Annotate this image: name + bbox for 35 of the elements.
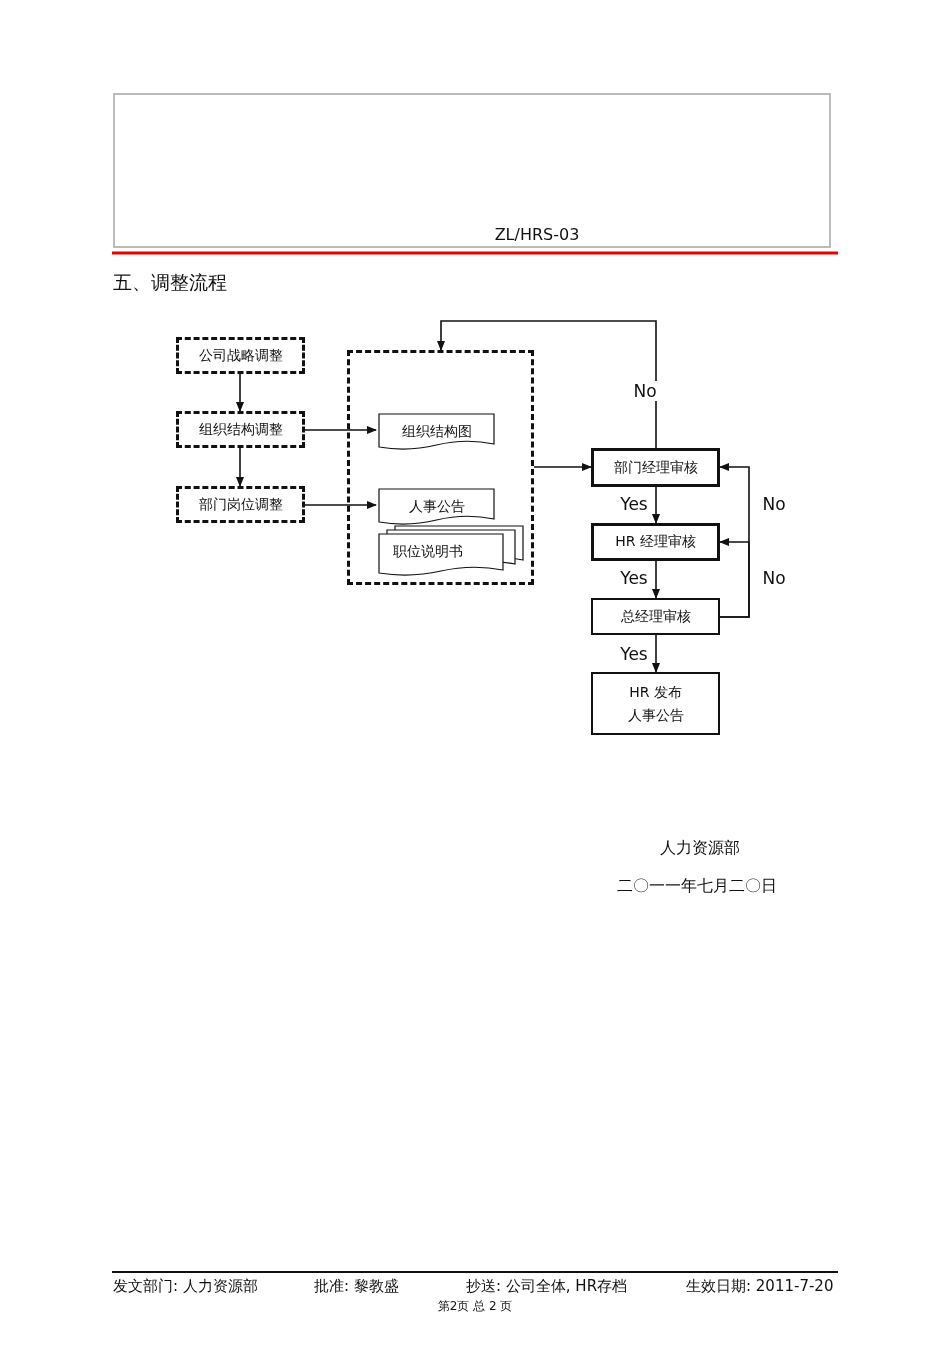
arrow (652, 560, 660, 599)
document-code: ZL/HRS-03 (494, 225, 580, 245)
process-box: HR 发布人事公告 (591, 672, 720, 735)
process-box: 部门经理审核 (591, 448, 720, 487)
footer-text: 批准: 黎教盛 (314, 1277, 399, 1296)
process-box: 总经理审核 (591, 598, 720, 635)
arrow (236, 447, 244, 487)
signature-text: 人力资源部 (660, 838, 740, 860)
edge-label: Yes (620, 494, 648, 514)
dashed-box: 部门岗位调整 (176, 486, 305, 523)
arrow (304, 426, 377, 434)
footer-text: 抄送: 公司全体, HR存档 (466, 1277, 628, 1296)
footer-text: 生效日期: 2011-7-20 (686, 1277, 834, 1296)
arrow (236, 373, 244, 412)
process-box: HR 经理审核 (591, 523, 720, 561)
arrow (719, 463, 750, 618)
edge-label: Yes (620, 568, 648, 588)
edge-label: No (632, 381, 658, 401)
footer-text: 发文部门: 人力资源部 (113, 1277, 258, 1296)
edge-label: No (762, 568, 786, 588)
date-text: 二〇一一年七月二〇日 (617, 876, 777, 898)
edge-label: Yes (620, 644, 648, 664)
section-heading: 五、调整流程 (113, 269, 227, 295)
arrow (652, 486, 660, 524)
arrow (652, 634, 660, 673)
arrow (437, 320, 657, 449)
edge-label: No (762, 494, 786, 514)
dashed-box: 组织结构调整 (176, 411, 305, 448)
document-shape: 组织结构图 (379, 414, 494, 450)
document-shape: 人事公告 (379, 489, 494, 525)
arrow (533, 463, 592, 471)
dashed-box: 公司战略调整 (176, 337, 305, 374)
arrow (304, 501, 377, 509)
dashed-frame (347, 350, 534, 585)
page-number: 第2页 总 2 页 (437, 1297, 513, 1315)
